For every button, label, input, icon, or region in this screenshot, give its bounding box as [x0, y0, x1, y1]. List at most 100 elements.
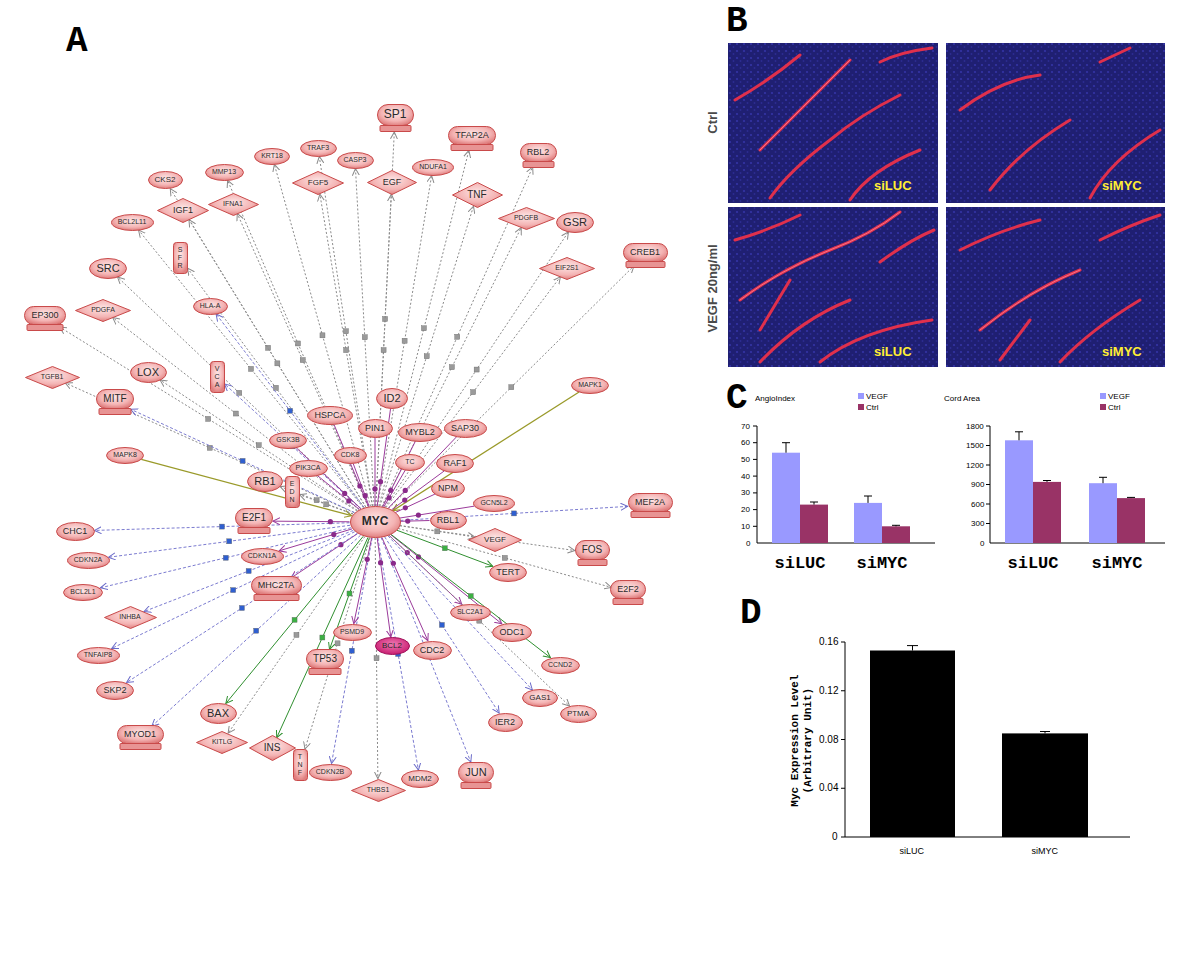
gene-label: MDM2	[408, 774, 432, 783]
edge-marker	[256, 443, 261, 448]
gene-node: EGF	[367, 170, 417, 195]
gene-node: SRC	[89, 258, 127, 279]
gene-label: EGF	[383, 177, 402, 187]
interaction-connector-group	[226, 536, 363, 703]
edge-marker	[502, 555, 507, 560]
interaction-connector-group	[273, 519, 350, 524]
interaction-connector-group	[108, 525, 350, 557]
interaction-connector-group	[296, 448, 361, 509]
gene-node: NPM	[431, 479, 465, 498]
gene-node: TNF	[452, 182, 503, 208]
gene-node: GSK3B	[269, 432, 307, 449]
gene-node: CASP3	[337, 152, 374, 169]
axis-tick: 300	[971, 519, 984, 528]
edge-marker	[372, 486, 377, 491]
interaction-connector	[388, 437, 456, 509]
interaction-connector-group	[228, 537, 365, 734]
bar-chart-myc-expression	[841, 642, 1130, 837]
gene-node: TGFB1	[25, 366, 80, 389]
interaction-connector	[305, 538, 370, 749]
interaction-connector	[189, 220, 366, 507]
interaction-connector	[160, 380, 357, 510]
gene-label: PIK3CA	[296, 464, 321, 472]
interaction-connector	[65, 383, 354, 513]
chart-title: Cord Area	[944, 394, 980, 403]
gene-node: TERT	[489, 563, 527, 582]
gene-label: MEF2A	[635, 497, 665, 507]
interaction-connector	[237, 214, 368, 507]
gene-node: RAF1	[436, 454, 474, 473]
gene-label: RAF1	[443, 458, 466, 468]
gene-node: CHC1	[56, 522, 95, 541]
gene-node: IFNA1	[208, 193, 259, 216]
interaction-connector-group	[170, 189, 366, 507]
edge-marker	[346, 498, 351, 503]
gene-node: MYC	[350, 506, 401, 538]
gene-label: BAX	[207, 707, 229, 720]
gene-label: IER2	[495, 717, 515, 727]
interaction-connector	[108, 525, 350, 557]
interaction-connector-group	[100, 528, 351, 588]
interaction-connector	[354, 538, 372, 624]
interaction-connector	[391, 535, 502, 624]
interaction-connector	[382, 537, 428, 640]
interaction-connector	[391, 534, 550, 657]
interaction-connector	[400, 526, 575, 551]
gene-node: GCN5L2	[473, 495, 515, 512]
edge-marker	[240, 458, 245, 463]
legend-swatch	[1100, 404, 1106, 410]
interaction-connector-group	[319, 156, 372, 506]
edge-marker	[300, 358, 305, 363]
interaction-connector-group	[391, 534, 550, 657]
edge-marker	[275, 361, 280, 366]
edge-marker	[387, 495, 392, 500]
gene-node: CCND2	[541, 657, 580, 674]
interaction-connector-group	[131, 409, 355, 512]
gene-label: EP300	[31, 310, 58, 320]
interaction-connector-group	[398, 528, 611, 587]
interaction-connector-group	[382, 537, 428, 640]
group-label: siLUC	[900, 846, 925, 856]
edge-marker	[391, 561, 396, 566]
interaction-connector	[376, 194, 392, 506]
row-label: VEGF 20ng/ml	[706, 244, 721, 332]
axis-tick: 600	[971, 500, 984, 509]
gene-label: GSR	[563, 216, 587, 229]
interaction-connector-group	[400, 526, 575, 551]
gene-label: HLA-A	[200, 302, 221, 310]
gene-node: EDN	[285, 476, 300, 508]
interaction-connector	[112, 532, 355, 649]
interaction-connector-group	[386, 277, 560, 508]
interaction-connector-group	[228, 180, 369, 506]
axis-tick: 60	[741, 438, 750, 447]
interaction-connector	[380, 206, 474, 506]
legend-swatch	[1100, 393, 1106, 399]
gene-node: BCL2L1	[63, 584, 103, 601]
interaction-connector-group	[188, 268, 365, 507]
group-label: siLUC	[1008, 554, 1059, 574]
interaction-connector	[113, 318, 359, 510]
gene-node: NDUFA1	[412, 159, 454, 176]
interaction-connector-group	[385, 232, 569, 507]
group-label: siLUC	[775, 554, 826, 574]
interaction-connector-group	[383, 228, 522, 507]
interaction-connector-group	[94, 523, 349, 531]
edge-marker	[223, 555, 228, 560]
gene-node: VCA	[210, 361, 225, 393]
gene-node: CDK8	[334, 447, 367, 464]
edge-marker	[512, 511, 517, 516]
gene-node: TFAP2A	[448, 126, 496, 151]
legend-text: Ctrl	[866, 403, 878, 412]
gene-node: SAP30	[444, 419, 487, 438]
interaction-connector-group	[305, 538, 370, 749]
gene-label: CDKN2A	[74, 556, 102, 564]
gene-label: MHC2TA	[258, 580, 294, 590]
edge-marker	[378, 479, 383, 484]
gene-label: CDK8	[341, 451, 360, 459]
edge-marker	[324, 502, 329, 507]
legend-text: VEGF	[1108, 392, 1130, 401]
interaction-connector	[279, 529, 352, 551]
edge-marker	[455, 334, 460, 339]
interaction-connector	[131, 409, 355, 512]
gene-label: KRT18	[261, 152, 283, 160]
